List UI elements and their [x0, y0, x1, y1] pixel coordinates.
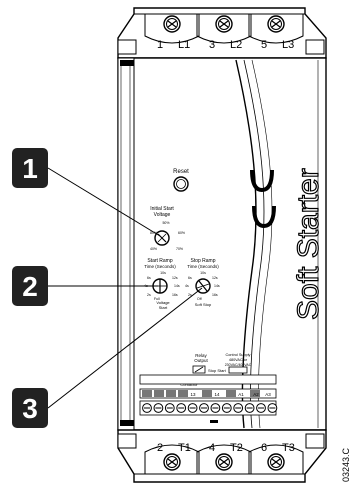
stop-ramp-scale-16s: 16s — [212, 293, 218, 297]
terminal-L2-name: L2 — [230, 39, 242, 51]
terminal-L3-screw-icon — [248, 14, 304, 44]
stop-ramp-title: Stop Ramp — [190, 258, 215, 264]
control-terminal-screw-icon[interactable] — [256, 403, 266, 413]
stop-ramp-bottom: Soft Stop — [195, 302, 212, 307]
terminal-label-a1: A1 — [238, 392, 244, 397]
initial-scale-70: 70% — [176, 247, 183, 251]
reset-button[interactable] — [173, 176, 189, 192]
terminal-T3-name: T3 — [282, 442, 295, 454]
callout-1-number: 1 — [22, 153, 38, 184]
figure-id: 03243.C — [341, 447, 351, 482]
terminal-label-a3: A3 — [265, 392, 271, 397]
start-ramp-scale-full: Full — [154, 297, 160, 301]
terminal-T2-screw-icon — [196, 444, 252, 474]
terminal-label-13: 13 — [190, 392, 196, 397]
terminal-L1-name: L1 — [178, 39, 190, 51]
control-terminal-screw-icon[interactable] — [142, 403, 152, 413]
stop-start-label: Stop Start — [208, 368, 227, 373]
start-ramp-scale-10s: 10s — [160, 271, 166, 275]
terminal-T1-number: 2 — [157, 442, 163, 454]
reset-label: Reset — [173, 169, 189, 175]
bottom-terminal-block: 2 T1 4 T2 6 T3 — [117, 429, 327, 483]
leader-line-3 — [47, 287, 203, 409]
control-terminal-screw-icon[interactable] — [244, 403, 255, 413]
control-terminal-screw-icon[interactable] — [267, 403, 278, 413]
control-terminal-screws[interactable] — [139, 400, 278, 416]
control-supply-line2: 480VAC or — [229, 358, 248, 362]
start-ramp-bottom-2: Start — [159, 305, 168, 310]
stop-ramp-scale-14s: 14s — [214, 284, 220, 288]
terminal-T1-screw-icon — [144, 444, 200, 474]
initial-scale-40: 40% — [150, 247, 157, 251]
terminal-label-a2: A2 — [253, 392, 259, 397]
callout-2-number: 2 — [22, 271, 38, 302]
terminal-T2-number: 4 — [209, 442, 215, 454]
start-ramp-title: Start Ramp — [147, 258, 173, 264]
terminal-L2-screw-icon — [196, 14, 252, 44]
terminal-T1-name: T1 — [178, 442, 191, 454]
top-terminal-block: 1 L1 3 L2 5 L3 — [117, 7, 327, 59]
callout-badge-3: 3 — [12, 388, 48, 428]
stop-ramp-scale-4s: 4s — [185, 284, 189, 288]
control-terminal-screw-icon[interactable] — [176, 403, 187, 413]
terminal-label-14: 14 — [214, 392, 220, 397]
initial-dial-title: Initial Start — [150, 206, 174, 212]
main-contactor-line2: Contactor — [180, 382, 198, 387]
control-terminal-screw-icon[interactable] — [164, 403, 175, 413]
stop-ramp-time-dial[interactable]: Stop Ramp Time (Seconds) 10s 6s 12s 14s … — [185, 258, 220, 307]
initial-dial-subtitle: Voltage — [154, 212, 171, 218]
control-terminal-screw-icon[interactable] — [210, 403, 221, 413]
relay-output-line2: Output — [194, 358, 208, 363]
vent-slot — [210, 420, 218, 423]
led-window-upper — [250, 169, 274, 193]
stop-ramp-subtitle: Time (Seconds) — [187, 264, 219, 269]
stop-ramp-scale-10s: 10s — [200, 271, 206, 275]
stop-ramp-scale-off: Off — [197, 297, 202, 301]
start-ramp-bottom-1: Voltage — [156, 300, 170, 305]
terminal-T3-screw-icon — [248, 444, 304, 474]
control-terminal-screw-icon[interactable] — [233, 403, 244, 413]
callout-leader-lines — [47, 167, 203, 409]
start-ramp-scale-14s: 14s — [174, 284, 180, 288]
control-terminal-screw-icon[interactable] — [187, 403, 198, 413]
control-terminal-screw-icon[interactable] — [221, 403, 232, 413]
relay-output-line1: Relay — [195, 353, 207, 358]
terminal-L3-number: 5 — [261, 39, 267, 51]
stop-ramp-scale-2s: 2s — [188, 293, 192, 297]
initial-start-voltage-dial[interactable]: Initial Start Voltage 50% 60% 70% 80% 40… — [150, 206, 185, 251]
control-supply-line3: 230VAC/400VAC — [225, 363, 252, 367]
callout-badge-2: 2 — [12, 266, 48, 306]
terminal-T2-name: T2 — [230, 442, 243, 454]
brand-text: Soft Starter — [292, 168, 325, 320]
start-ramp-time-dial[interactable]: Start Ramp Time (Seconds) 10s 6s 12s 14s… — [144, 258, 180, 310]
initial-scale-50: 50% — [162, 221, 169, 225]
callout-badge-1: 1 — [12, 148, 48, 188]
stop-ramp-scale-6s: 6s — [188, 276, 192, 280]
stop-ramp-scale-12s: 12s — [212, 276, 218, 280]
led-window-lower — [252, 205, 276, 229]
control-terminal-labels: Relay Output Control Supply 480VAC or 23… — [139, 353, 277, 399]
callout-3-number: 3 — [22, 393, 38, 424]
terminal-L1-screw-icon — [144, 14, 200, 44]
terminal-T3-number: 6 — [261, 442, 267, 454]
leader-line-1 — [47, 167, 161, 237]
start-ramp-scale-6s: 6s — [147, 276, 151, 280]
start-ramp-subtitle: Time (Seconds) — [144, 264, 176, 269]
control-terminal-screw-icon[interactable] — [199, 403, 209, 413]
start-ramp-scale-12s: 12s — [172, 276, 178, 280]
terminal-L3-name: L3 — [282, 39, 294, 51]
initial-scale-80: 80% — [150, 231, 157, 235]
control-terminal-screw-icon[interactable] — [153, 403, 164, 413]
start-ramp-scale-2s: 2s — [147, 293, 151, 297]
soft-starter-body: Soft Starter — [117, 57, 327, 431]
terminal-L1-number: 1 — [157, 39, 163, 51]
initial-scale-60: 60% — [178, 231, 185, 235]
start-ramp-scale-16s: 16s — [172, 293, 178, 297]
control-supply-line1: Control Supply — [226, 353, 251, 357]
terminal-L2-number: 3 — [209, 39, 215, 51]
